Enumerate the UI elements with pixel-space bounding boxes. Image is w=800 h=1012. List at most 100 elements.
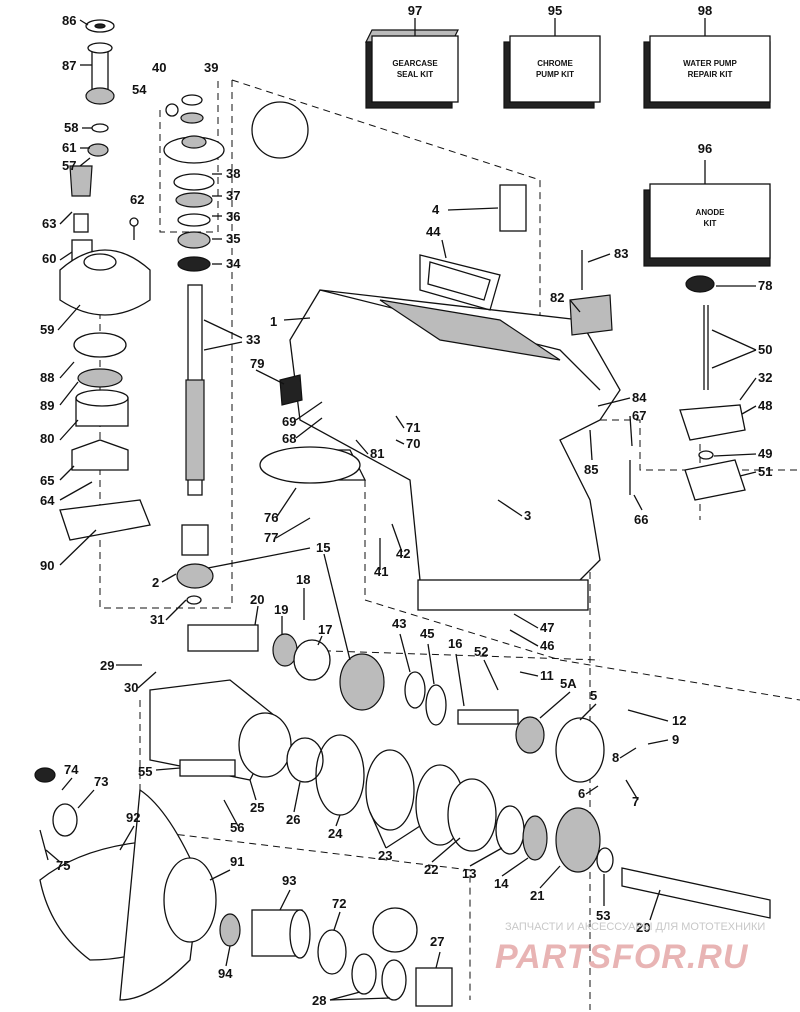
callout-29: 29 <box>100 658 114 673</box>
callout-24: 24 <box>328 826 343 841</box>
detail-zoom-circle <box>251 101 309 159</box>
callout-78: 78 <box>758 278 772 293</box>
kit-label-line-2: SEAL KIT <box>397 70 433 79</box>
leader-lines <box>45 19 757 1001</box>
callout-11: 11 <box>540 668 554 683</box>
callout-52: 52 <box>474 644 488 659</box>
callout-43: 43 <box>392 616 406 631</box>
callout-53: 53 <box>596 908 610 923</box>
callout-44: 44 <box>426 224 441 239</box>
callout-73: 73 <box>94 774 108 789</box>
callout-41: 41 <box>374 564 388 579</box>
callout-66: 66 <box>634 512 648 527</box>
propeller-assembly <box>34 767 453 1007</box>
callout-20: 20 <box>250 592 264 607</box>
callout-79: 79 <box>250 356 264 371</box>
callout-21: 21 <box>530 888 544 903</box>
callout-labels: 86 87 58 61 57 63 60 62 59 88 89 80 65 6… <box>40 13 772 1008</box>
callout-46: 46 <box>540 638 554 653</box>
callout-4: 4 <box>432 202 440 217</box>
callout-72: 72 <box>332 896 346 911</box>
callout-5A: 5A <box>560 676 577 691</box>
callout-50: 50 <box>758 342 772 357</box>
callout-23: 23 <box>378 848 392 863</box>
callout-20-prop-shaft: 20 <box>636 920 650 935</box>
callout-60: 60 <box>42 251 56 266</box>
callout-64: 64 <box>40 493 55 508</box>
callout-95: 95 <box>548 3 562 18</box>
callout-35: 35 <box>226 231 240 246</box>
callout-30: 30 <box>124 680 138 695</box>
callout-31: 31 <box>150 612 164 627</box>
callout-39: 39 <box>204 60 218 75</box>
callout-19: 19 <box>274 602 288 617</box>
callout-51: 51 <box>758 464 772 479</box>
callout-94: 94 <box>218 966 233 981</box>
callout-15: 15 <box>316 540 330 555</box>
callout-54: 54 <box>132 82 147 97</box>
callout-26: 26 <box>286 812 300 827</box>
callout-77: 77 <box>264 530 278 545</box>
callout-96: 96 <box>698 141 712 156</box>
callout-16: 16 <box>448 636 462 651</box>
callout-90: 90 <box>40 558 54 573</box>
callout-47: 47 <box>540 620 554 635</box>
watermark-brand: PARTSFOR.RU <box>495 938 749 976</box>
callout-87: 87 <box>62 58 76 73</box>
kit-label-line-1: CHROME <box>537 59 573 68</box>
callout-48: 48 <box>758 398 772 413</box>
callout-28: 28 <box>312 993 326 1008</box>
right-side-parts <box>581 250 746 501</box>
kit-label-line-1: WATER PUMP <box>683 59 737 68</box>
water-pump-stack <box>59 19 151 541</box>
callout-63: 63 <box>42 216 56 231</box>
callout-45: 45 <box>420 626 434 641</box>
callout-83: 83 <box>614 246 628 261</box>
callout-70: 70 <box>406 436 420 451</box>
kit-label-line-2: PUMP KIT <box>536 70 574 79</box>
drive-shaft-stack <box>163 94 225 605</box>
callout-86: 86 <box>62 13 76 28</box>
callout-2: 2 <box>152 575 159 590</box>
kit-label-line-1: GEARCASE <box>392 59 438 68</box>
callout-82: 82 <box>550 290 564 305</box>
callout-92: 92 <box>126 810 140 825</box>
callout-55: 55 <box>138 764 152 779</box>
callout-69: 69 <box>282 414 296 429</box>
callout-6: 6 <box>578 786 585 801</box>
callout-33: 33 <box>246 332 260 347</box>
callout-14: 14 <box>494 876 509 891</box>
watermark: ЗАПЧАСТИ И АКСЕССУАРЫ ДЛЯ МОТОТЕХНИКИ PA… <box>495 921 765 976</box>
callout-97: 97 <box>408 3 422 18</box>
callout-84: 84 <box>632 390 647 405</box>
watermark-tagline: ЗАПЧАСТИ И АКСЕССУАРЫ ДЛЯ МОТОТЕХНИКИ <box>505 921 765 933</box>
kit-box-chrome-pump: CHROME PUMP KIT 95 <box>503 3 601 109</box>
callout-88: 88 <box>40 370 54 385</box>
callout-93: 93 <box>282 873 296 888</box>
kit-label-line-2: REPAIR KIT <box>688 70 733 79</box>
callout-1: 1 <box>270 314 277 329</box>
kit-box-gearcase-seal: GEARCASE SEAL KIT 97 <box>365 3 459 109</box>
callout-36: 36 <box>226 209 240 224</box>
callout-62: 62 <box>130 192 144 207</box>
callout-58: 58 <box>64 120 78 135</box>
callout-49: 49 <box>758 446 772 461</box>
callout-32: 32 <box>758 370 772 385</box>
callout-89: 89 <box>40 398 54 413</box>
kit-box-anode: ANODE KIT 96 <box>643 141 771 267</box>
callout-57: 57 <box>62 158 76 173</box>
callout-7: 7 <box>632 794 639 809</box>
callout-74: 74 <box>64 762 79 777</box>
callout-81: 81 <box>370 446 384 461</box>
callout-67: 67 <box>632 408 646 423</box>
callout-80: 80 <box>40 431 54 446</box>
callout-3: 3 <box>524 508 531 523</box>
callout-34: 34 <box>226 256 241 271</box>
callout-42: 42 <box>396 546 410 561</box>
kit-label-line-1: ANODE <box>696 208 726 217</box>
callout-27: 27 <box>430 934 444 949</box>
callout-8: 8 <box>612 750 619 765</box>
callout-17: 17 <box>318 622 332 637</box>
callout-98: 98 <box>698 3 712 18</box>
